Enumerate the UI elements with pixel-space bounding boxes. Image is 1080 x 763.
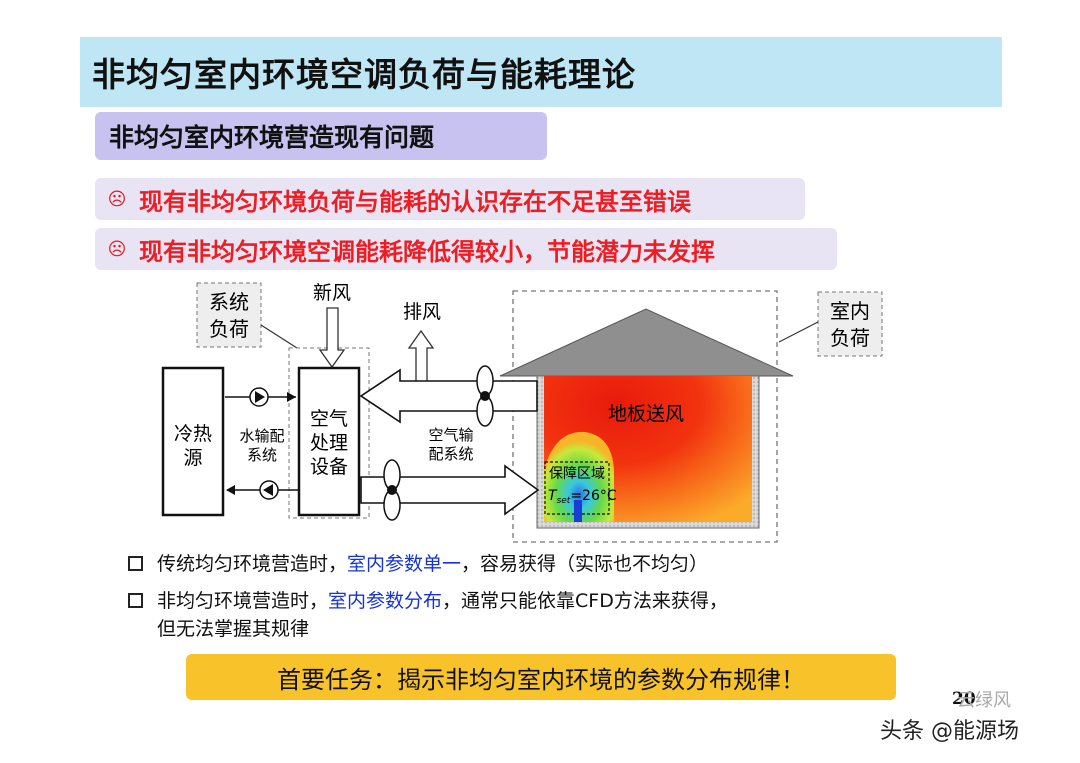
sad-face-icon: ☹	[107, 188, 127, 210]
ahu-label-1: 空气	[310, 408, 348, 430]
pump-icon-arrow	[255, 391, 265, 403]
sad-face-icon: ☹	[107, 238, 127, 260]
bullet-text-1: 传统均匀环境营造时，室内参数单一，容易获得（实际也不均匀）	[157, 553, 709, 575]
subtitle-box: 非均匀室内环境营造现有问题	[95, 112, 547, 160]
floor-supply-outlet	[574, 500, 582, 522]
problem-item-1: ☹ 现有非均匀环境负荷与能耗的认识存在不足甚至错误	[95, 178, 805, 220]
ahu-label-3: 设备	[310, 456, 348, 478]
fan-icon	[476, 365, 494, 427]
tset-label: Tset=26°C	[548, 488, 617, 506]
bullet-item-2: 非均匀环境营造时，室内参数分布，通常只能依靠CFD方法来获得， 但无法掌握其规律	[128, 587, 728, 643]
indoor-load-label-1: 室内	[830, 299, 870, 323]
water-supply-arrowhead	[287, 392, 296, 402]
source-box	[161, 366, 225, 517]
source-label-2: 源	[183, 447, 202, 469]
title-bar: 非均匀室内环境空调负荷与能耗理论	[80, 37, 1002, 107]
subtitle-text: 非均匀室内环境营造现有问题	[109, 123, 435, 152]
house-roof	[499, 308, 794, 377]
water-system-label-1: 水输配	[239, 427, 284, 445]
indoor-load-pointer	[778, 321, 819, 343]
ahu-label-2: 处理	[310, 432, 348, 454]
exhaust-air-arrow	[407, 329, 435, 383]
cool-zone	[544, 431, 614, 522]
square-bullet-icon	[128, 593, 143, 608]
page-number: 20	[952, 689, 976, 709]
return-air-duct-arrow	[359, 368, 538, 424]
problem-text-2: 现有非均匀环境空调能耗降低得较小，节能潜力未发挥	[139, 237, 715, 266]
ahu-boundary	[288, 347, 370, 519]
floor-supply-label: 地板送风	[608, 403, 684, 425]
exhaust-air-label: 排风	[403, 301, 441, 323]
ahu-box	[297, 366, 361, 517]
fresh-air-arrow	[318, 307, 346, 369]
system-load-box	[196, 282, 262, 348]
key-task-text: 首要任务：揭示非均匀室内环境的参数分布规律！	[277, 665, 805, 694]
bullet-item-1: 传统均匀环境营造时，室内参数单一，容易获得（实际也不均匀）	[128, 550, 708, 578]
indoor-load-box	[817, 291, 883, 357]
indoor-boundary	[512, 290, 778, 543]
watermark-top: 云绿风	[957, 690, 1011, 711]
system-load-pointer	[260, 324, 298, 349]
square-bullet-icon	[128, 556, 143, 571]
problem-text-1: 现有非均匀环境负荷与能耗的认识存在不足甚至错误	[139, 187, 691, 216]
fresh-air-label: 新风	[313, 282, 351, 304]
system-load-label-2: 负荷	[209, 317, 249, 341]
key-task-banner: 首要任务：揭示非均匀室内环境的参数分布规律！	[186, 654, 896, 700]
water-return-arrowhead	[226, 485, 235, 495]
protected-zone-label: 保障区域	[549, 466, 605, 482]
problem-item-2: ☹ 现有非均匀环境空调能耗降低得较小，节能潜力未发挥	[95, 228, 837, 270]
air-system-label-1: 空气输	[428, 426, 473, 444]
pump-icon-arrow	[263, 484, 273, 496]
system-load-label-1: 系统	[209, 290, 249, 314]
bullet-text-2: 非均匀环境营造时，室内参数分布，通常只能依靠CFD方法来获得， 但无法掌握其规律	[157, 590, 728, 640]
indoor-load-label-2: 负荷	[830, 326, 870, 350]
air-system-label-2: 配系统	[428, 445, 473, 463]
page-title: 非均匀室内环境空调负荷与能耗理论	[92, 55, 636, 94]
fan-icon	[383, 459, 401, 521]
watermark-bottom: 头条 @能源场	[880, 719, 1019, 744]
water-system-label-2: 系统	[247, 446, 277, 464]
source-label-1: 冷热	[174, 423, 212, 445]
